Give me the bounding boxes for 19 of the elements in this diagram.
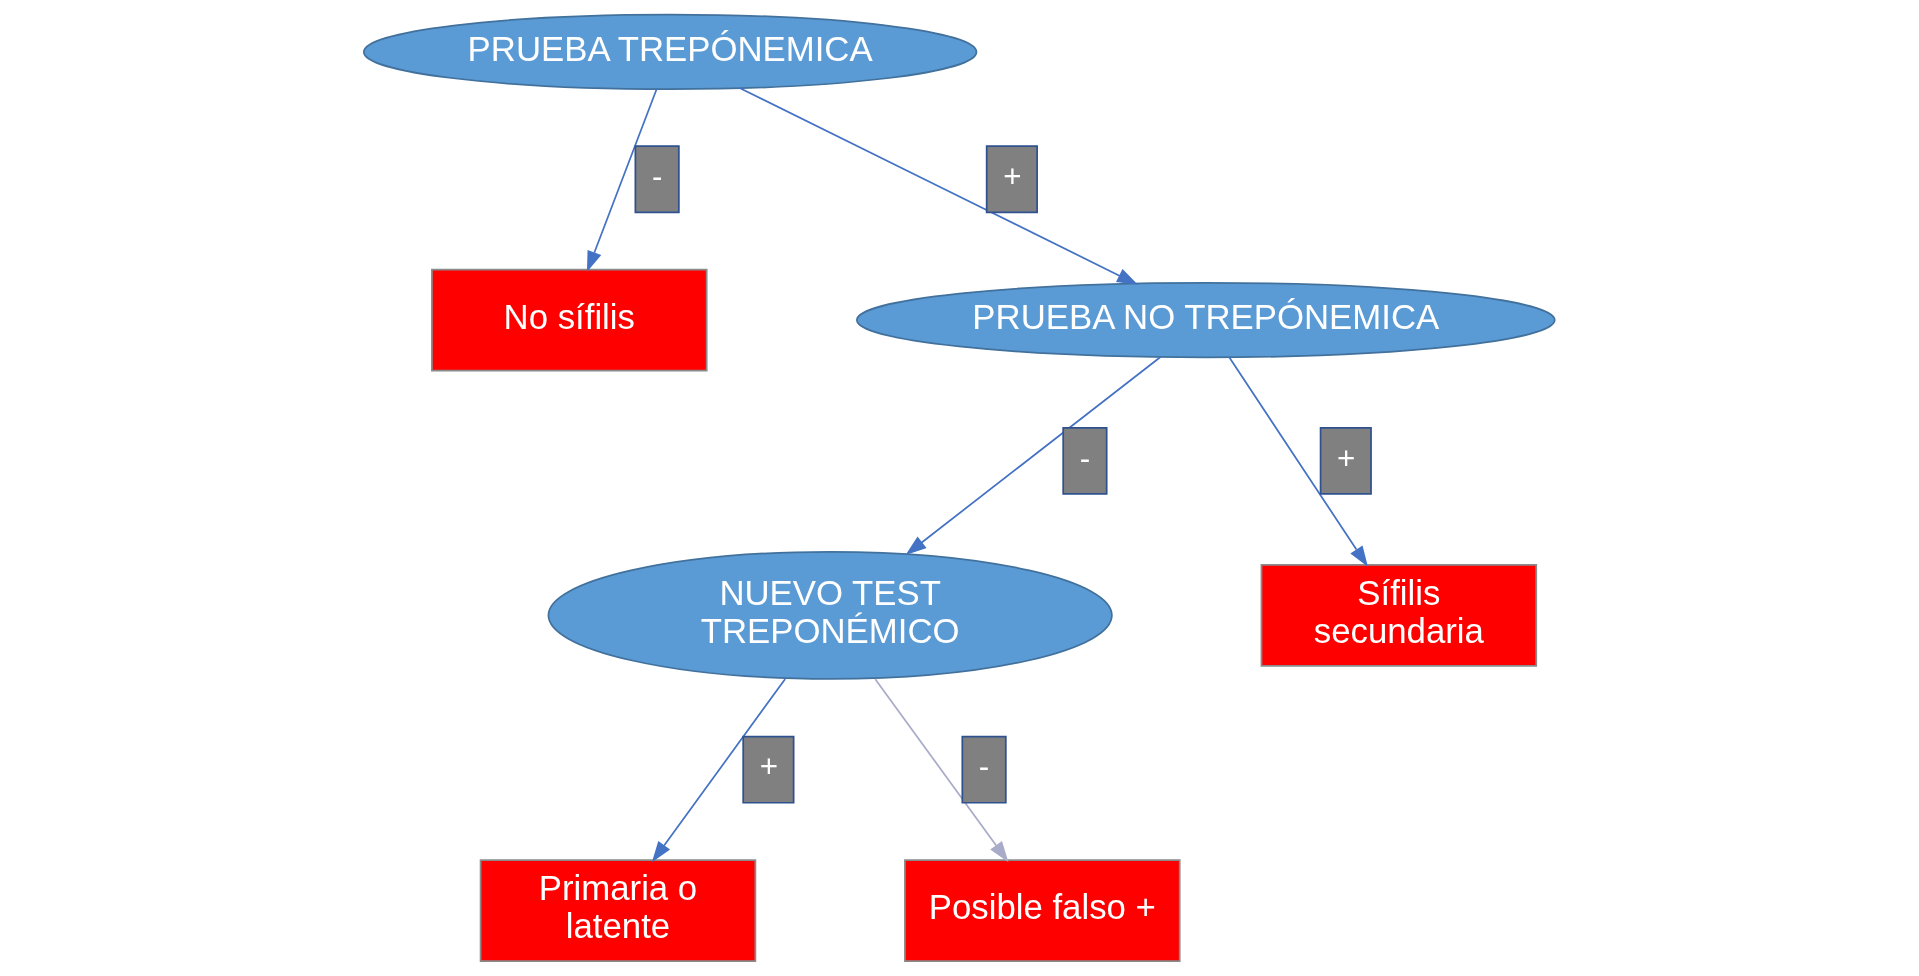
arrow — [1228, 356, 1368, 567]
edge-label: + — [1003, 158, 1022, 194]
arrow — [651, 678, 787, 863]
node-box: Primaria o latente — [479, 859, 757, 962]
edge-label: - — [651, 158, 663, 194]
arrow — [874, 678, 1009, 863]
node-box: No sífilis — [431, 268, 708, 372]
edge-label: + — [1337, 440, 1356, 476]
edge-label: + — [759, 749, 778, 785]
edge-label: - — [1079, 440, 1091, 476]
arrow — [905, 356, 1162, 556]
node-ellipse: NUEVO TEST TREPONÉMICO — [547, 550, 1113, 680]
node-box: Posible falso + — [904, 859, 1181, 962]
arrow — [738, 87, 1138, 285]
node-ellipse: PRUEBA TREPÓNEMICA — [362, 13, 978, 91]
edge-label: - — [978, 749, 990, 785]
node-box: Sífilis secundaria — [1260, 564, 1538, 667]
arrow — [586, 87, 658, 272]
node-ellipse: PRUEBA NO TREPÓNEMICA — [856, 281, 1556, 359]
